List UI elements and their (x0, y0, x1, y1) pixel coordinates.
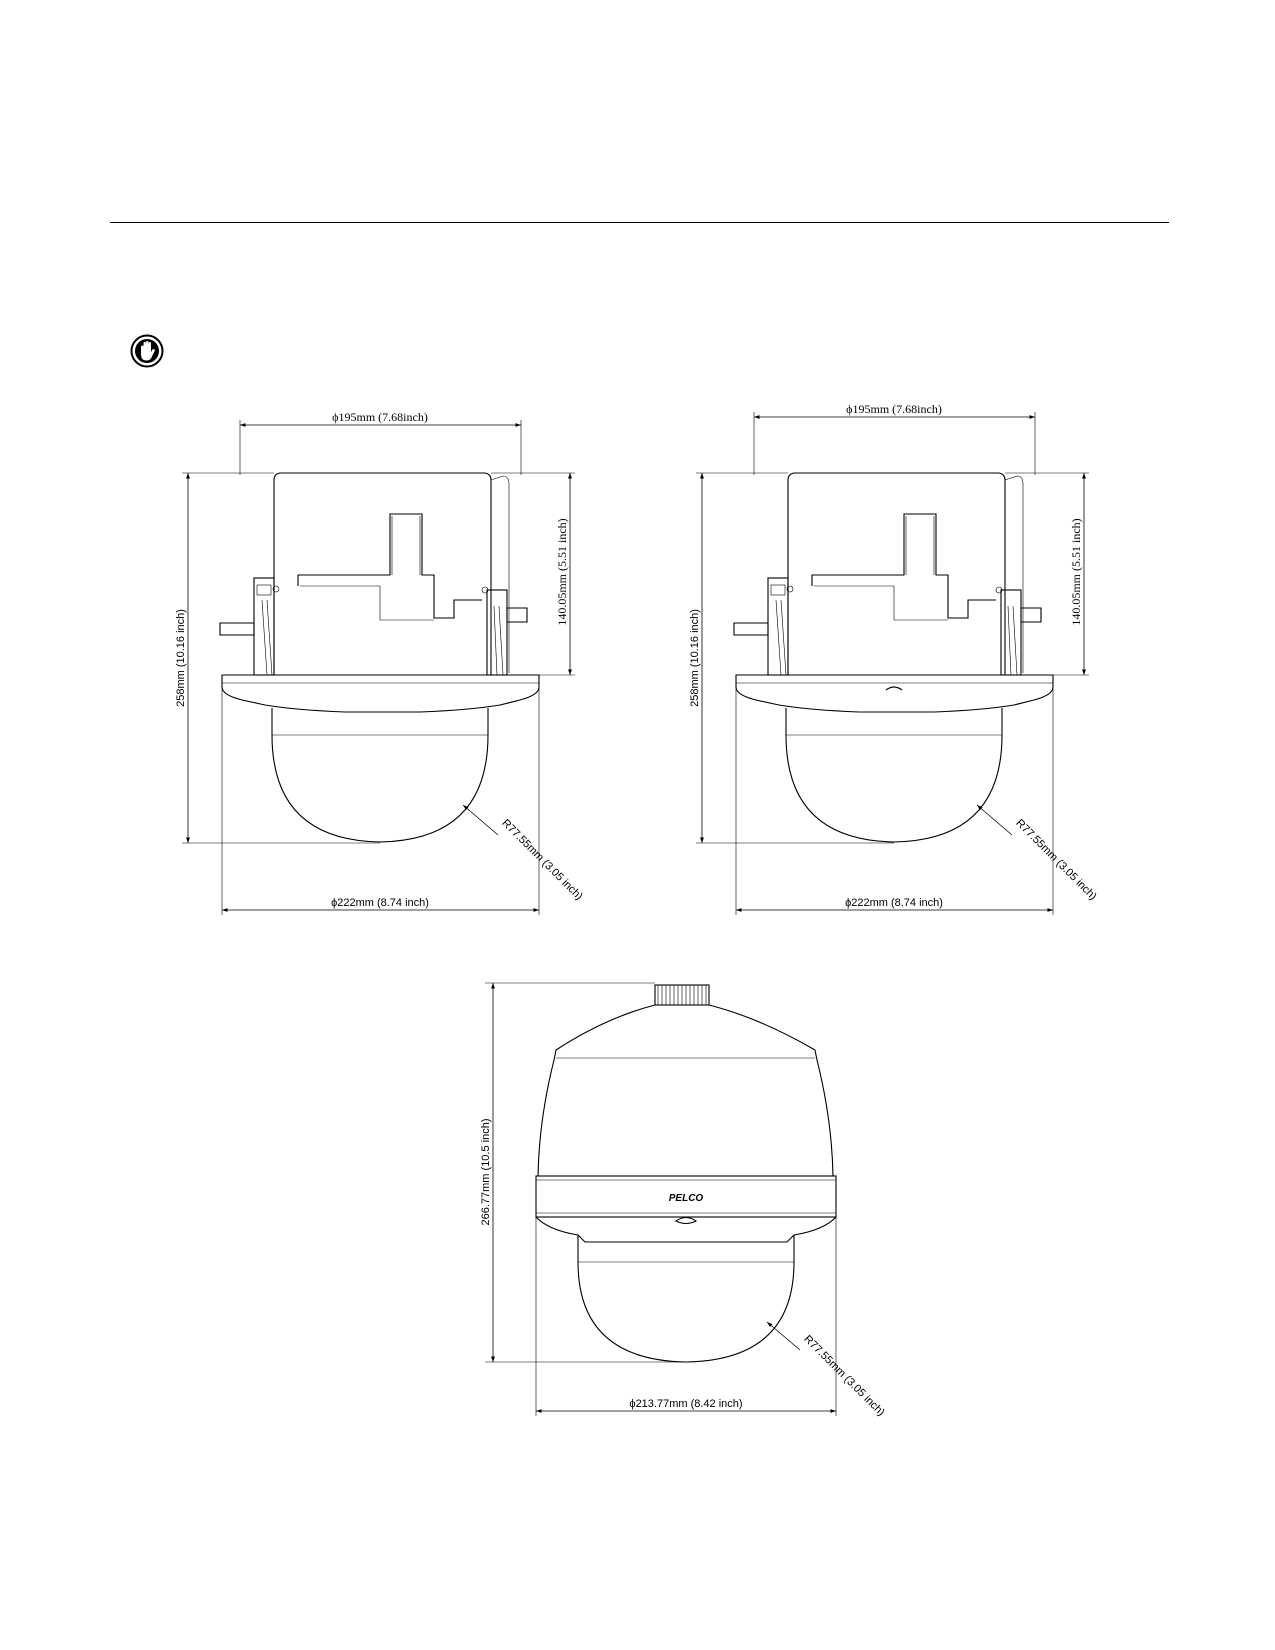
stop-hand-icon (130, 334, 164, 368)
right-top-width-label: ϕ195mm (7.68inch) (846, 402, 942, 416)
left-dome-radius-label: R77.55mm (3.05 inch) (499, 817, 584, 902)
left-bottom-width-label: ϕ222mm (8.74 inch) (331, 897, 429, 909)
pendant-camera (485, 982, 837, 1416)
pendant-total-height-label: 266.77mm (10.5 inch) (480, 1119, 492, 1226)
right-total-height-label: 258mm (10.16 inch) (689, 609, 701, 707)
right-bottom-width-label: ϕ222mm (8.74 inch) (845, 897, 943, 909)
pendant-bottom-width-label: ϕ213.77mm (8.42 inch) (629, 1398, 742, 1410)
right-dome-radius-label: R77.55mm (3.05 inch) (1013, 817, 1098, 902)
header-rule (110, 222, 1169, 223)
pendant-dome-radius-label: R77.55mm (3.05 inch) (801, 1333, 886, 1418)
pendant-brand-logo: PELCO (669, 1193, 704, 1204)
inceiling-camera-right (696, 412, 1089, 915)
left-side-height-label: 140.05mm (5.51 inch) (555, 518, 569, 625)
left-total-height-label: 258mm (10.16 inch) (175, 609, 187, 707)
left-top-width-label: ϕ195mm (7.68inch) (332, 410, 428, 424)
right-side-height-label: 140.05mm (5.51 inch) (1069, 518, 1083, 625)
inceiling-camera-left (182, 420, 575, 915)
